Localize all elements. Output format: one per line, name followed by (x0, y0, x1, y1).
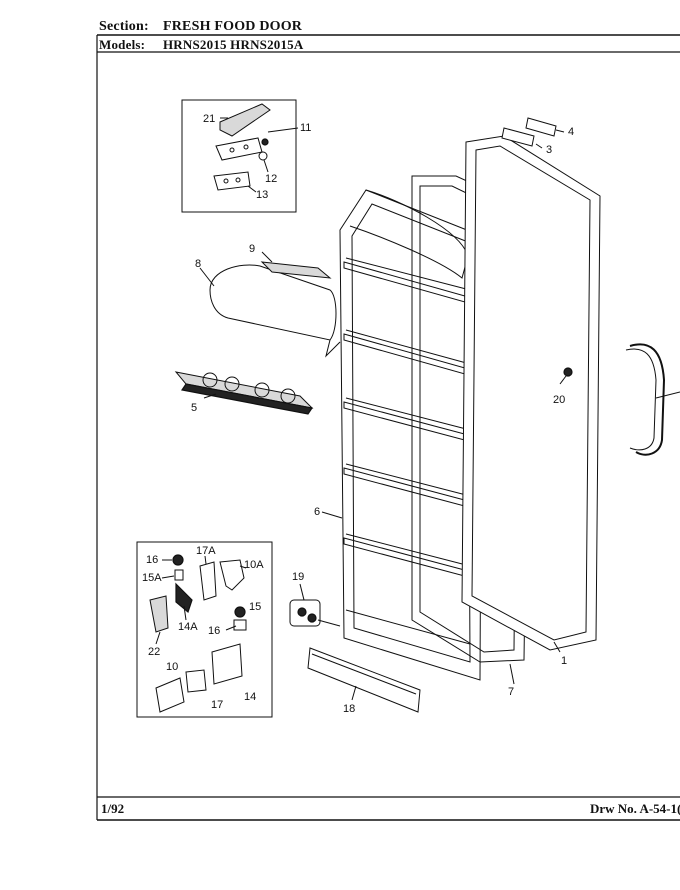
callout-22: 22 (148, 646, 160, 658)
trim-strips (501, 117, 565, 149)
callout-14a: 14A (178, 621, 198, 633)
callout-19: 19 (292, 571, 304, 583)
callout-10a: 10A (244, 559, 264, 571)
models-list: HRNS2015 HRNS2015A (163, 37, 304, 52)
models-label: Models: (99, 37, 146, 52)
callout-16b: 16 (208, 625, 220, 637)
callout-labels: 21 11 12 13 4 3 9 8 20 5 6 16 17A 10A 15… (142, 113, 574, 715)
callout-15a: 15A (142, 572, 162, 584)
callout-7: 7 (508, 686, 514, 698)
callout-3: 3 (546, 144, 552, 156)
callout-20: 20 (553, 394, 565, 406)
stop-bracket (289, 583, 341, 627)
hinge-inset (181, 99, 299, 213)
door-liner (321, 189, 483, 681)
callout-14: 14 (244, 691, 256, 703)
callout-16a: 16 (146, 554, 158, 566)
hardware-inset (136, 541, 273, 718)
dairy-tray (174, 371, 314, 415)
page-frame (96, 34, 680, 821)
revision-date: 1/92 (101, 801, 125, 816)
drawing-number: Drw No. A-54-1( (590, 801, 680, 816)
callout-1: 1 (561, 655, 567, 667)
outer-door-panel (461, 135, 601, 653)
callout-5: 5 (191, 402, 197, 414)
door-gasket (411, 175, 531, 685)
callout-21: 21 (203, 113, 215, 125)
callout-8: 8 (195, 258, 201, 270)
dairy-cover (199, 264, 341, 358)
section-label: Section: (99, 19, 149, 34)
callout-4: 4 (568, 126, 574, 138)
callout-10: 10 (166, 661, 178, 673)
callout-17a: 17A (196, 545, 216, 557)
callout-13: 13 (256, 189, 268, 201)
callout-12: 12 (265, 173, 277, 185)
callout-18: 18 (343, 703, 355, 715)
callout-11: 11 (300, 122, 311, 134)
door-handle (625, 343, 680, 456)
callout-17: 17 (211, 699, 223, 711)
callout-9: 9 (249, 243, 255, 255)
section-title: FRESH FOOD DOOR (163, 19, 303, 34)
shelf-insert (260, 251, 332, 279)
bottom-trim (307, 647, 421, 713)
callout-15: 15 (249, 601, 261, 613)
callout-6: 6 (314, 506, 320, 518)
